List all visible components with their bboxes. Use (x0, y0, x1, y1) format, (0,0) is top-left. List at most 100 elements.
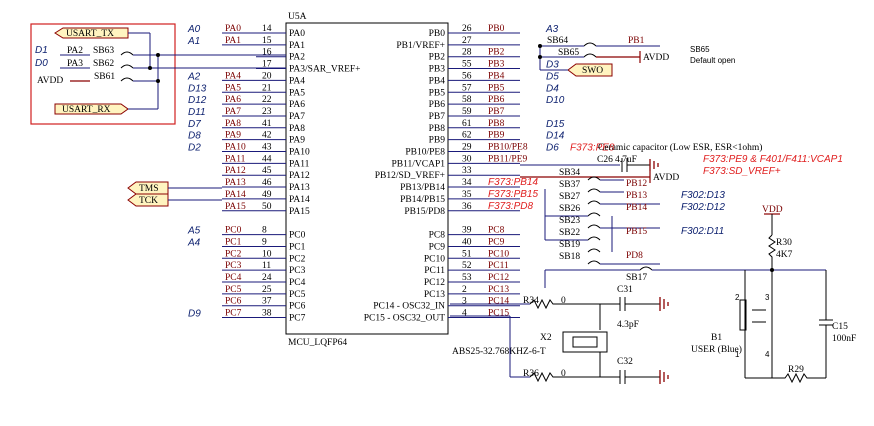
left-pin-number: 21 (262, 83, 272, 93)
left-pin-name: PA12 (289, 171, 310, 181)
left-pin-net: PA15 (225, 202, 246, 212)
left-pin-number: 11 (262, 261, 271, 271)
sb26-label: SB26 (559, 204, 580, 214)
f302-d13: F302:D13 (681, 190, 725, 201)
left-pin-net: PC3 (225, 261, 242, 271)
left-pin-name: PC5 (289, 290, 306, 300)
left-pin-alias: A0 (187, 24, 201, 35)
c15-label: C15 (832, 322, 848, 332)
left-pin-alias: D7 (188, 119, 201, 130)
r34-value: 0 (561, 296, 566, 306)
right-pin-net: PB6 (488, 95, 505, 105)
mcu-body (285, 22, 449, 335)
left-pin-alias: D12 (188, 95, 207, 106)
right-pin-alias: A3 (545, 24, 559, 35)
usart-d1-alias: D1 (35, 45, 48, 56)
left-pin-number: 41 (262, 119, 272, 129)
left-pin-net: PA6 (225, 95, 241, 105)
avdd2-label: AVDD (653, 173, 679, 183)
left-pin-number: 50 (262, 202, 272, 212)
left-pin-name: PA10 (289, 148, 310, 158)
mcu-part: MCU_LQFP64 (288, 338, 347, 348)
mcu-ref: U5A (288, 12, 307, 22)
left-pin-name: PC0 (289, 231, 306, 241)
b1-name: USER (Blue) (691, 344, 742, 355)
right-pin-net: PB2 (488, 48, 505, 58)
left-pin-name: PA3/SAR_VREF+ (289, 65, 361, 75)
left-pin-alias: D2 (188, 143, 201, 154)
left-pin-number: 46 (262, 178, 272, 188)
left-pin-number: 38 (262, 309, 272, 319)
avdd-label: AVDD (643, 53, 669, 63)
right-pin-alias: D14 (546, 131, 565, 142)
sb18-label: SB18 (559, 252, 580, 262)
r29-resistor (772, 372, 826, 384)
left-pin-net: PA4 (225, 71, 241, 81)
right-pin-name: PB4 (429, 76, 446, 86)
left-pin-net: PA8 (225, 119, 241, 129)
right-pin-net: PC9 (488, 237, 505, 247)
vdd-label: VDD (762, 205, 783, 215)
right-pin-number: 2 (462, 285, 467, 295)
right-pin-name: PB10/PE8 (405, 148, 445, 158)
c31-label: C31 (617, 285, 633, 295)
swo-port (567, 63, 613, 77)
left-pin-number: 9 (262, 237, 267, 247)
left-pin-name: PA1 (289, 41, 305, 51)
right-pin-name: PC10 (424, 254, 445, 264)
right-pin-note: F373:PE8 (570, 143, 615, 154)
right-pin-name: PB0 (429, 29, 446, 39)
right-pin-name: PB13/PB14 (400, 183, 445, 193)
usart-avdd: AVDD (37, 76, 63, 86)
left-pin-net: PC0 (225, 226, 242, 236)
button-pin-2: 2 (735, 293, 740, 302)
left-pin-name: PA5 (289, 88, 305, 98)
left-pin-net: PA7 (225, 107, 241, 117)
right-pin-number: 61 (462, 119, 472, 129)
left-pin-net: PC2 (225, 249, 242, 259)
right-pin-net: PB11/PE9 (488, 154, 527, 164)
x2-crystal-core (572, 336, 598, 348)
left-pin-name: PA15 (289, 207, 310, 217)
left-pin-number: 25 (262, 285, 272, 295)
right-pin-net: PC10 (488, 249, 509, 259)
junction-dot (148, 66, 152, 70)
button-pin-4: 4 (765, 350, 770, 359)
right-pin-name: PC14 - OSC32_IN (373, 302, 445, 312)
left-pin-name: PC3 (289, 266, 306, 276)
left-pin-name: PA6 (289, 100, 305, 110)
left-pin-net: PA0 (225, 24, 241, 34)
usart-d0-alias: D0 (35, 58, 48, 69)
x2-part: ABS25-32.768KHZ-6-T (452, 347, 546, 357)
left-pin-net: PA11 (225, 154, 246, 164)
right-pin-net: PB9 (488, 131, 505, 141)
left-pin-alias: A4 (187, 237, 201, 248)
solder-bridge-stack (587, 176, 601, 265)
right-pin-net: PC14 (488, 297, 509, 307)
left-pin-net: PA12 (225, 166, 246, 176)
left-pin-net: PC5 (225, 285, 242, 295)
left-pin-number: 17 (262, 60, 272, 70)
sb22-label: SB22 (559, 228, 580, 238)
sb65-note-default: Default open (690, 56, 735, 65)
x2-label: X2 (540, 333, 552, 343)
right-pin-net: F373:PB14 (488, 177, 538, 188)
right-pin-number: 39 (462, 226, 472, 236)
r36-label: R36 (523, 369, 539, 379)
c15-value: 100nF (832, 334, 856, 344)
usart-sb61: SB61 (94, 72, 115, 82)
sb17-bridge (639, 266, 653, 271)
right-pin-alias: D6 (546, 143, 559, 154)
sb17-label: SB17 (626, 273, 647, 283)
left-pin-net: PA14 (225, 190, 246, 200)
usart-rx-port (54, 103, 129, 115)
cap-note: Ceramic capacitor (Low ESR, ESR<1ohm) (598, 142, 762, 153)
right-pin-number: 34 (462, 178, 472, 188)
sb27-label: SB27 (559, 192, 580, 202)
f373-vcap-note: F373:PE9 & F401/F411:VCAP1 (703, 154, 843, 165)
left-pin-net: PA5 (225, 83, 241, 93)
right-pin-name: PB2 (429, 53, 446, 63)
usart-tx-label: USART_TX (66, 29, 114, 39)
right-pin-name: PC11 (424, 266, 445, 276)
